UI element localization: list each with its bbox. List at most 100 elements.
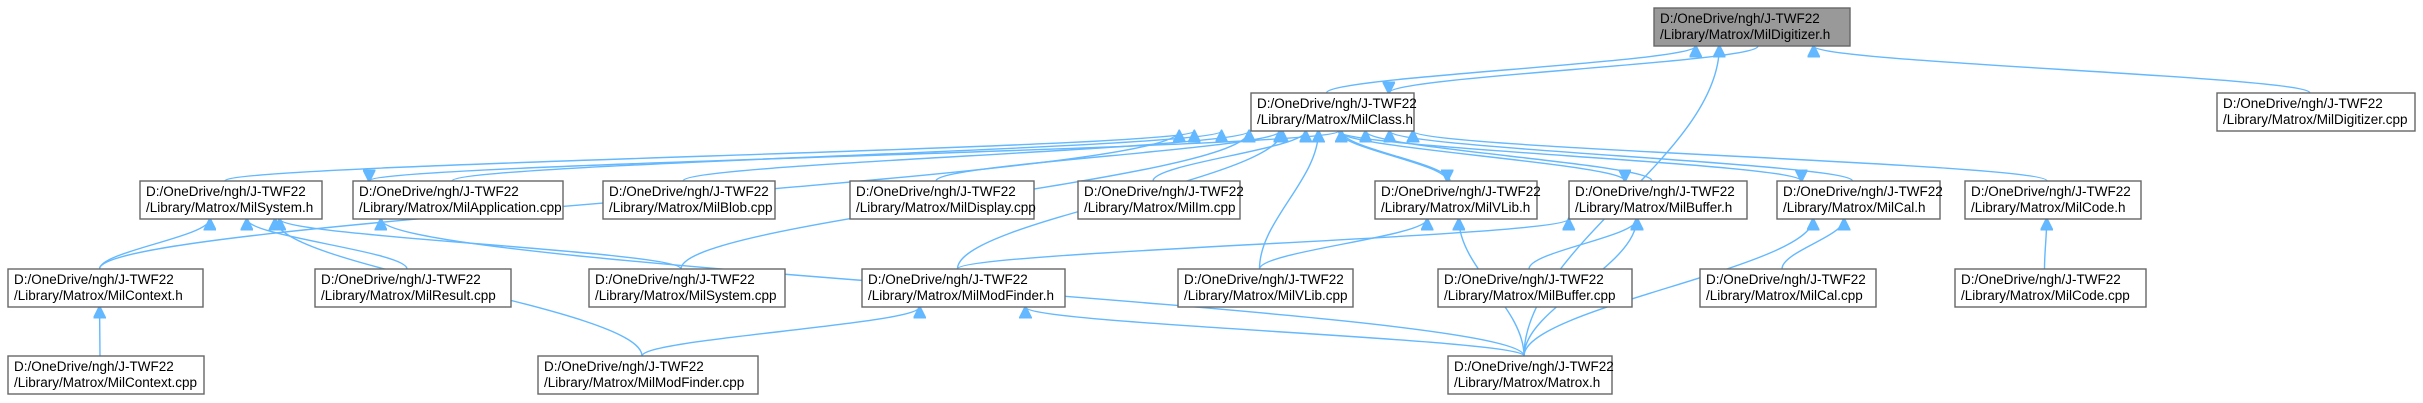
node-label-line2: /Library/Matrox/MilBuffer.h	[1575, 200, 1732, 215]
node-label-line2: /Library/Matrox/MilResult.cpp	[321, 288, 496, 303]
node-box[interactable]	[1177, 268, 1354, 308]
node-label-line1: D:/OneDrive/ngh/J-TWF22	[595, 272, 755, 287]
node-box[interactable]	[7, 355, 205, 395]
edge-mildigitizer_cpp-to-mildigitizer_h	[1814, 46, 2311, 94]
node-mildigitizer-h[interactable]: D:/OneDrive/ngh/J-TWF22/Library/Matrox/M…	[1653, 7, 1851, 47]
node-milmodfinder-h[interactable]: D:/OneDrive/ngh/J-TWF22/Library/Matrox/M…	[861, 268, 1066, 308]
node-label-line2: /Library/Matrox/MilDigitizer.h	[1660, 27, 1830, 42]
node-label-line2: /Library/Matrox/MilIm.cpp	[1084, 200, 1236, 215]
node-milvlib-h[interactable]: D:/OneDrive/ngh/J-TWF22/Library/Matrox/M…	[1374, 180, 1541, 220]
node-milclass-h[interactable]: D:/OneDrive/ngh/J-TWF22/Library/Matrox/M…	[1250, 92, 1417, 132]
node-label-line1: D:/OneDrive/ngh/J-TWF22	[1575, 184, 1735, 199]
node-label-line1: D:/OneDrive/ngh/J-TWF22	[868, 272, 1028, 287]
node-milcal-h[interactable]: D:/OneDrive/ngh/J-TWF22/Library/Matrox/M…	[1776, 180, 1943, 220]
node-label-line2: /Library/Matrox/MilApplication.cpp	[359, 200, 562, 215]
node-mildisplay-cpp[interactable]: D:/OneDrive/ngh/J-TWF22/Library/Matrox/M…	[849, 180, 1036, 220]
node-label-line2: /Library/Matrox/MilCal.h	[1783, 200, 1926, 215]
node-milsystem-h[interactable]: D:/OneDrive/ngh/J-TWF22/Library/Matrox/M…	[139, 180, 323, 220]
node-label-line2: /Library/Matrox/MilVLib.cpp	[1184, 288, 1348, 303]
node-milmodfinder-cpp[interactable]: D:/OneDrive/ngh/J-TWF22/Library/Matrox/M…	[537, 355, 759, 395]
node-box[interactable]	[588, 268, 786, 308]
node-box[interactable]	[139, 180, 323, 220]
node-label-line2: /Library/Matrox/MilClass.h	[1257, 112, 1413, 127]
edge-milblob_cpp-to-milclass_h	[682, 131, 1249, 182]
node-label-line1: D:/OneDrive/ngh/J-TWF22	[14, 272, 174, 287]
edge-milmodfinder_h-to-milbuffer_h	[956, 219, 1569, 270]
node-box[interactable]	[2216, 92, 2416, 132]
edge-milclass_h-to-milsystem_h	[369, 130, 1340, 181]
node-box[interactable]	[1954, 268, 2147, 308]
node-milcontext-h[interactable]: D:/OneDrive/ngh/J-TWF22/Library/Matrox/M…	[7, 268, 204, 308]
node-milcode-cpp[interactable]: D:/OneDrive/ngh/J-TWF22/Library/Matrox/M…	[1954, 268, 2147, 308]
node-label-line2: /Library/Matrox/MilDisplay.cpp	[856, 200, 1036, 215]
node-label-line2: /Library/Matrox/MilCal.cpp	[1706, 288, 1863, 303]
node-label-line1: D:/OneDrive/ngh/J-TWF22	[1783, 184, 1943, 199]
node-label-line2: /Library/Matrox/MilSystem.cpp	[595, 288, 777, 303]
edge-milbuffer_cpp-to-milbuffer_h	[1528, 219, 1637, 270]
node-milapplication-cpp[interactable]: D:/OneDrive/ngh/J-TWF22/Library/Matrox/M…	[352, 180, 564, 220]
node-box[interactable]	[1374, 180, 1538, 220]
node-box[interactable]	[1250, 92, 1415, 132]
edge-milclass_h-to-milcal_h	[1337, 130, 1802, 181]
node-label-line2: /Library/Matrox/MilBuffer.cpp	[1444, 288, 1616, 303]
edge-mildigitizer_h-to-milclass_h	[1389, 45, 1759, 93]
node-milcode-h[interactable]: D:/OneDrive/ngh/J-TWF22/Library/Matrox/M…	[1964, 180, 2142, 220]
node-label-line2: /Library/Matrox/MilContext.cpp	[14, 375, 197, 390]
node-box[interactable]	[1776, 180, 1941, 220]
node-milbuffer-h[interactable]: D:/OneDrive/ngh/J-TWF22/Library/Matrox/M…	[1568, 180, 1748, 220]
node-label-line1: D:/OneDrive/ngh/J-TWF22	[1454, 359, 1614, 374]
edge-mildisplay_cpp-to-milclass_h	[935, 131, 1280, 182]
edge-milcal_cpp-to-milcal_h	[1781, 219, 1844, 270]
node-milbuffer-cpp[interactable]: D:/OneDrive/ngh/J-TWF22/Library/Matrox/M…	[1437, 268, 1633, 308]
node-box[interactable]	[1447, 355, 1613, 395]
node-milresult-cpp[interactable]: D:/OneDrive/ngh/J-TWF22/Library/Matrox/M…	[314, 268, 512, 308]
edge-matrox_h-to-milmodfinder_h	[1025, 307, 1525, 357]
node-label-line1: D:/OneDrive/ngh/J-TWF22	[146, 184, 306, 199]
node-box[interactable]	[861, 268, 1066, 308]
node-box[interactable]	[602, 180, 776, 220]
node-matrox-h[interactable]: D:/OneDrive/ngh/J-TWF22/Library/Matrox/M…	[1447, 355, 1614, 395]
node-box[interactable]	[1077, 180, 1241, 220]
node-label-line2: /Library/Matrox/MilCode.cpp	[1961, 288, 2130, 303]
edge-milim_cpp-to-milclass_h	[1152, 131, 1306, 182]
node-label-line1: D:/OneDrive/ngh/J-TWF22	[2223, 96, 2383, 111]
edge-milvlib_cpp-to-milvlib_h	[1258, 219, 1428, 270]
node-box[interactable]	[1699, 268, 1877, 308]
node-label-line1: D:/OneDrive/ngh/J-TWF22	[856, 184, 1016, 199]
edge-milclass_h-to-milbuffer_h	[1337, 130, 1625, 181]
node-box[interactable]	[1964, 180, 2142, 220]
node-milvlib-cpp[interactable]: D:/OneDrive/ngh/J-TWF22/Library/Matrox/M…	[1177, 268, 1354, 308]
node-milblob-cpp[interactable]: D:/OneDrive/ngh/J-TWF22/Library/Matrox/M…	[602, 180, 776, 220]
node-label-line2: /Library/Matrox/MilModFinder.h	[868, 288, 1054, 303]
node-label-line1: D:/OneDrive/ngh/J-TWF22	[1961, 272, 2121, 287]
node-label-line1: D:/OneDrive/ngh/J-TWF22	[609, 184, 769, 199]
node-label-line1: D:/OneDrive/ngh/J-TWF22	[1971, 184, 2131, 199]
node-milsystem-cpp[interactable]: D:/OneDrive/ngh/J-TWF22/Library/Matrox/M…	[588, 268, 786, 308]
node-label-line1: D:/OneDrive/ngh/J-TWF22	[1444, 272, 1604, 287]
edge-milcode_cpp-to-milcode_h	[2045, 219, 2047, 270]
node-box[interactable]	[1437, 268, 1633, 308]
node-box[interactable]	[7, 268, 204, 308]
edge-milcontext_h-to-milsystem_h	[98, 219, 210, 270]
node-label-line1: D:/OneDrive/ngh/J-TWF22	[1660, 11, 1820, 26]
node-milim-cpp[interactable]: D:/OneDrive/ngh/J-TWF22/Library/Matrox/M…	[1077, 180, 1244, 220]
node-box[interactable]	[1568, 180, 1748, 220]
edge-milcal_h-to-milclass_h	[1390, 131, 1854, 182]
edge-milclass_h-to-mildigitizer_h	[1325, 46, 1696, 94]
node-mildigitizer-cpp[interactable]: D:/OneDrive/ngh/J-TWF22/Library/Matrox/M…	[2216, 92, 2416, 132]
node-box[interactable]	[1653, 7, 1851, 47]
node-box[interactable]	[537, 355, 759, 395]
node-box[interactable]	[314, 268, 512, 308]
node-milcontext-cpp[interactable]: D:/OneDrive/ngh/J-TWF22/Library/Matrox/M…	[7, 355, 205, 395]
edge-milcode_h-to-milclass_h	[1413, 131, 2048, 182]
node-label-line2: /Library/Matrox/MilBlob.cpp	[609, 200, 773, 215]
node-box[interactable]	[352, 180, 564, 220]
node-label-line1: D:/OneDrive/ngh/J-TWF22	[1184, 272, 1344, 287]
edge-milbuffer_h-to-milclass_h	[1366, 131, 1653, 182]
node-label-line2: /Library/Matrox/MilSystem.h	[146, 200, 313, 215]
node-box[interactable]	[849, 180, 1035, 220]
node-label-line1: D:/OneDrive/ngh/J-TWF22	[1084, 184, 1244, 199]
nodes-layer: D:/OneDrive/ngh/J-TWF22/Library/Matrox/M…	[7, 7, 2416, 395]
node-milcal-cpp[interactable]: D:/OneDrive/ngh/J-TWF22/Library/Matrox/M…	[1699, 268, 1877, 308]
node-label-line1: D:/OneDrive/ngh/J-TWF22	[14, 359, 174, 374]
